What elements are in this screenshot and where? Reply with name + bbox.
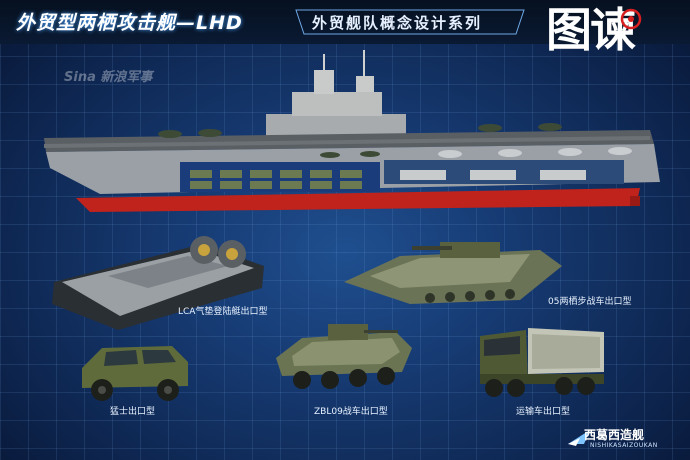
vehicle-caption-amphibious-tank: 05两栖步战车出口型 [548,297,632,307]
watermark: Sina 新浪军事 [64,70,153,85]
vehicle-caption-apc: ZBL09战车出口型 [314,407,388,417]
header-bar [0,0,690,44]
brand-name: 西葛西造舰 [584,428,645,442]
suv-illustration [82,346,188,401]
brand-subtitle: NISHIKASAIZOUKAN [590,442,658,449]
brand-logo-icon [568,430,590,446]
logo-target-icon [620,8,642,30]
truck-illustration [480,328,604,397]
warship-illustration [44,50,660,212]
amphibious-tank-illustration [344,242,562,304]
logo-text: 图谏 [546,3,636,57]
subtitle-frame [295,9,525,35]
logo: 图谏 [546,2,670,58]
hovercraft-illustration [52,236,264,330]
page-title: 外贸型两栖攻击舰—LHD [16,12,243,34]
vehicle-caption-truck: 运输车出口型 [516,407,571,417]
apc-illustration [276,324,412,389]
page-subtitle: 外贸舰队概念设计系列 [312,14,483,32]
vehicle-caption-hovercraft: LCA气垫登陆艇出口型 [178,307,268,317]
vehicle-caption-suv: 猛士出口型 [110,407,156,417]
